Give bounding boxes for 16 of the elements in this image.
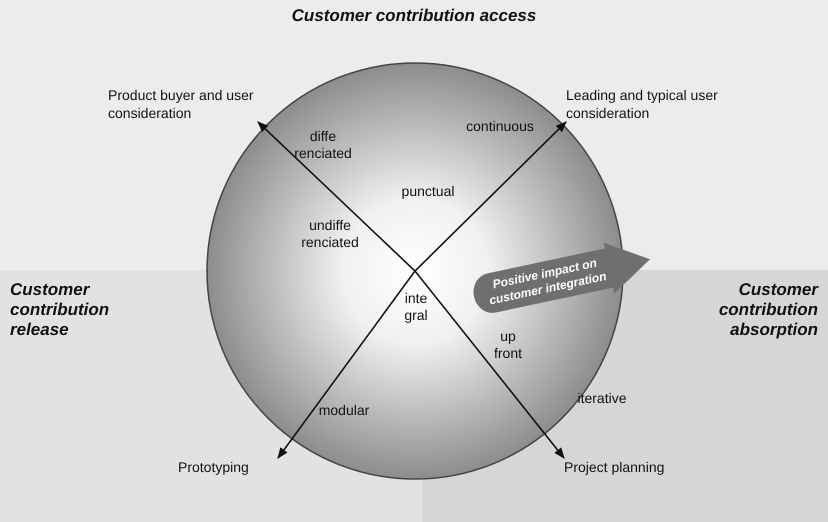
axis-end-label: Prototyping — [178, 458, 278, 476]
axis-label: iterative — [576, 390, 628, 407]
axis-label: diffe renciated — [293, 128, 353, 162]
zone-heading: Customer contribution release — [10, 280, 110, 340]
axis-label: punctual — [400, 183, 456, 200]
axis-label: inte gral — [403, 290, 429, 324]
zone-heading: Customer contribution absorption — [718, 280, 818, 340]
zone-heading: Customer contribution access — [290, 6, 538, 26]
axis-label: continuous — [465, 118, 535, 135]
axis-label: undiffe renciated — [300, 217, 360, 251]
arrow-label: Positive impact on customer integration — [486, 254, 609, 310]
axis-end-label: Project planning — [564, 458, 684, 476]
axis-end-label: Product buyer and user consideration — [108, 86, 258, 122]
axis-label: modular — [318, 402, 370, 419]
axis-label: up front — [492, 328, 523, 362]
axis-end-label: Leading and typical user consideration — [566, 86, 726, 122]
